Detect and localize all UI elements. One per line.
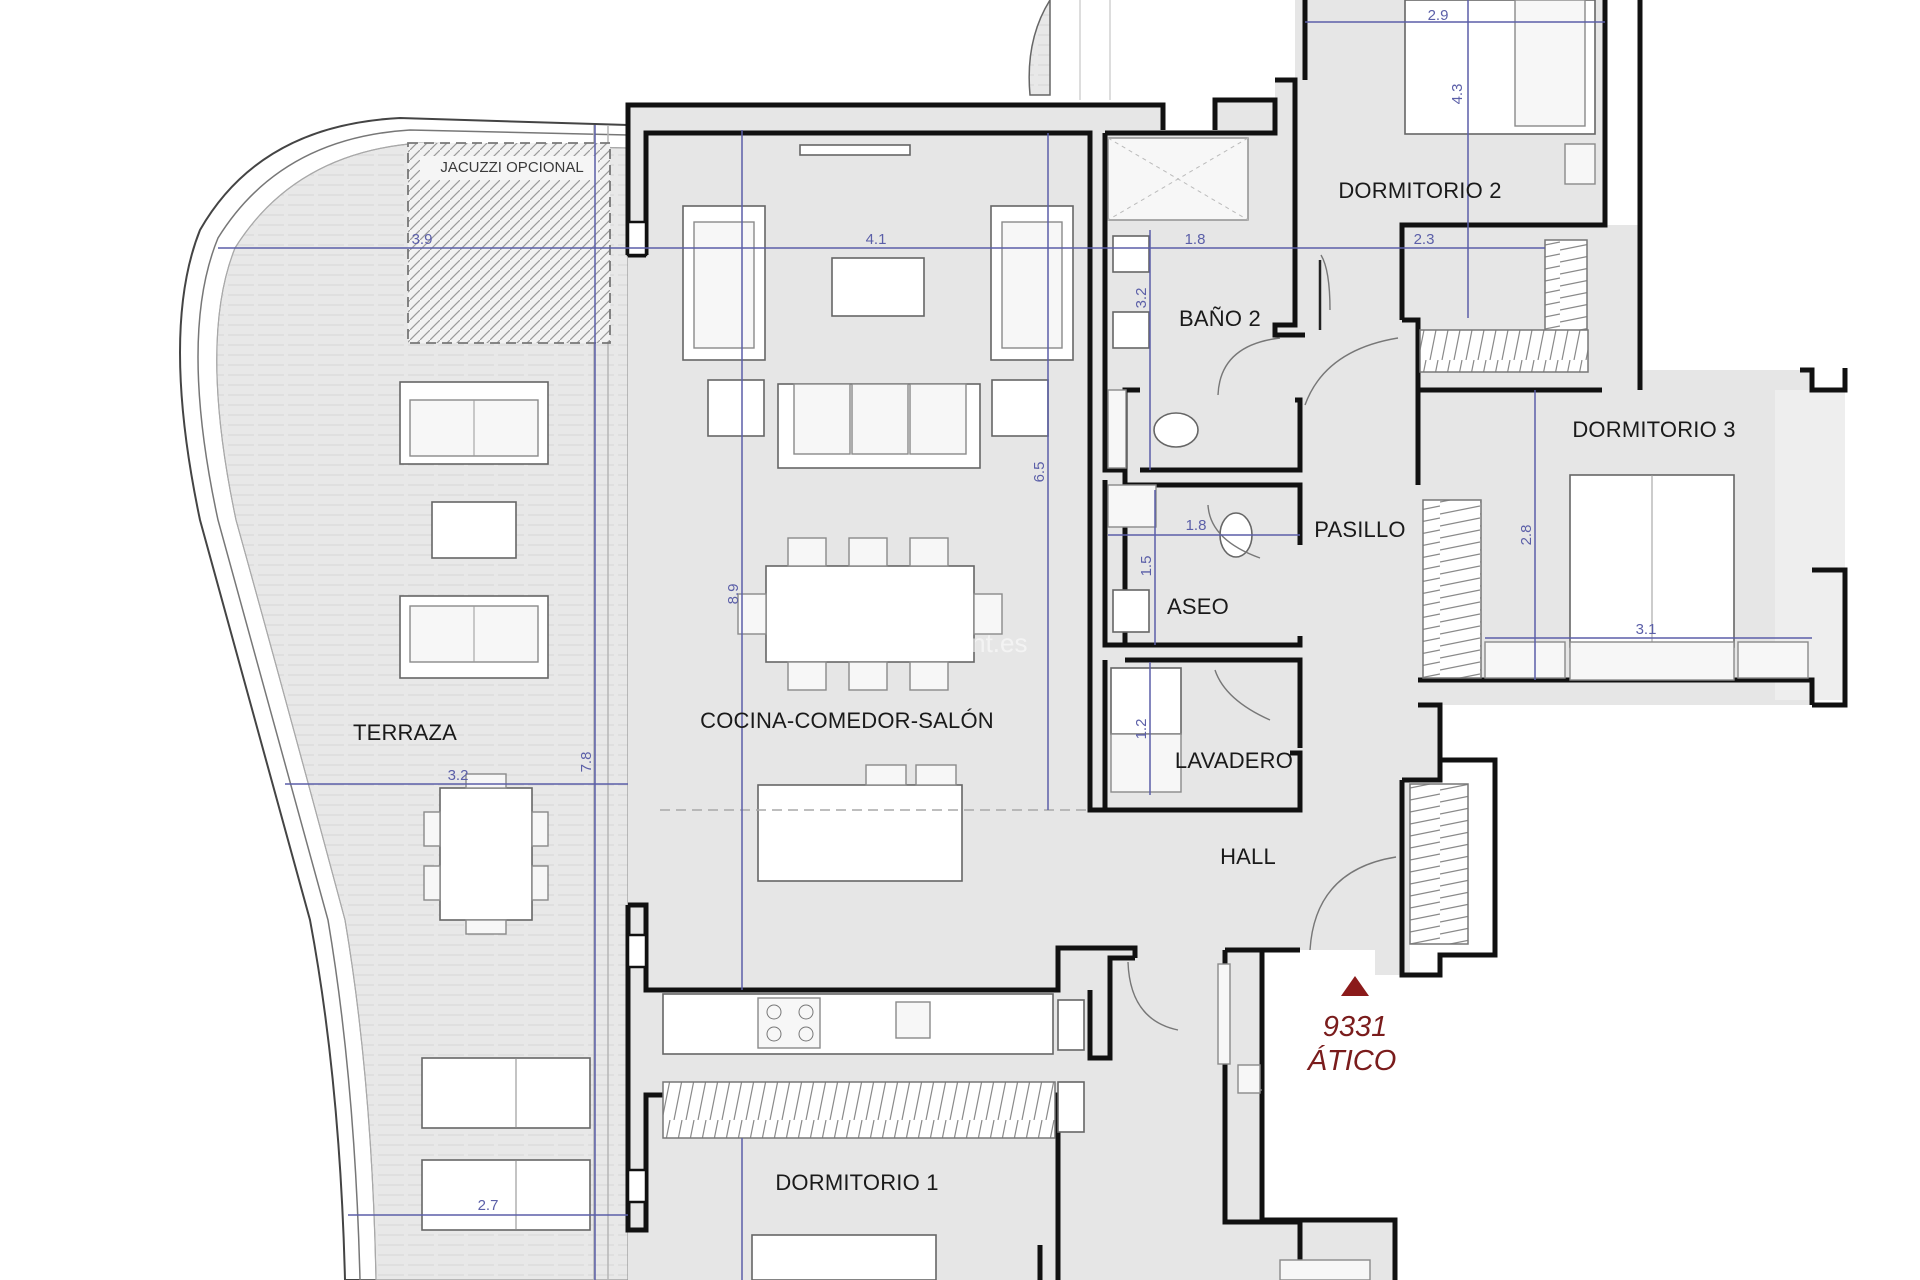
dim-2-3: 2.3 <box>1414 231 1435 248</box>
toilet-bathroom-2 <box>1153 412 1199 448</box>
sink-bathroom-2 <box>1112 235 1150 273</box>
room-label-dormitorio-1: DORMITORIO 1 <box>775 1170 938 1195</box>
dim-3-2-bano: 3.2 <box>1133 288 1150 309</box>
room-label-dormitorio-3: DORMITORIO 3 <box>1572 417 1735 442</box>
bedroom-3-furniture <box>1422 474 1809 681</box>
washing-machine <box>1110 667 1182 735</box>
living-room-furniture <box>660 144 1090 1280</box>
entrance-triangle-icon <box>1341 976 1369 996</box>
pouf-2 <box>991 379 1049 437</box>
dim-8-9: 8.9 <box>725 584 742 605</box>
dim-7-8: 7.8 <box>578 752 595 773</box>
dim-1-5: 1.5 <box>1138 556 1155 577</box>
wardrobe-hall <box>1409 783 1469 945</box>
room-label-lavadero: LAVADERO <box>1175 748 1293 773</box>
unit-marker: 9331 ÁTICO <box>1306 976 1397 1077</box>
kitchen-island <box>757 784 963 882</box>
tv-unit <box>799 144 911 156</box>
unit-number: 9331 <box>1323 1011 1388 1043</box>
bed-bedroom-1 <box>751 1234 937 1280</box>
dim-3-1: 3.1 <box>1636 621 1657 638</box>
dim-2-9: 2.9 <box>1428 7 1449 24</box>
kitchen-sink <box>895 1001 931 1039</box>
dim-2-8: 2.8 <box>1518 525 1535 546</box>
sink-aseo <box>1112 589 1150 633</box>
watermark: ment.es <box>935 628 1028 658</box>
room-label-salon: COCINA-COMEDOR-SALÓN <box>700 708 994 733</box>
lavadero-fixtures <box>1110 667 1271 793</box>
outdoor-table <box>431 501 517 559</box>
room-label-bano-2: BAÑO 2 <box>1179 306 1261 331</box>
dim-1-8-aseo: 1.8 <box>1186 517 1207 534</box>
terrace-furniture <box>399 381 591 1231</box>
sink-bathroom-2b <box>1112 311 1150 349</box>
wardrobe-bedroom-1 <box>662 1081 1056 1139</box>
aseo-fixtures <box>1107 484 1261 633</box>
dim-3-2-terraza: 3.2 <box>448 767 469 784</box>
jacuzzi: JACUZZI OPCIONAL <box>407 142 611 344</box>
dim-1-8-bano: 1.8 <box>1185 231 1206 248</box>
room-label-terraza: TERRAZA <box>353 720 457 745</box>
hall-details <box>1127 254 1469 1280</box>
sun-lounger-2 <box>421 1159 591 1231</box>
cooktop <box>757 997 821 1049</box>
room-label-hall: HALL <box>1220 844 1276 869</box>
wardrobe-bedroom-2b <box>1419 329 1589 373</box>
pouf <box>707 379 765 437</box>
dim-4-3: 4.3 <box>1449 84 1466 105</box>
dining-table <box>765 565 975 663</box>
sun-lounger <box>421 1057 591 1129</box>
room-label-dormitorio-2: DORMITORIO 2 <box>1338 178 1501 203</box>
unit-type: ÁTICO <box>1306 1044 1397 1077</box>
bathroom-2-fixtures <box>1107 137 1281 469</box>
dim-3-9: 3.9 <box>412 231 433 248</box>
room-labels: DORMITORIO 2 BAÑO 2 DORMITORIO 3 PASILLO… <box>353 178 1736 1195</box>
room-label-pasillo: PASILLO <box>1314 517 1405 542</box>
dim-4-1: 4.1 <box>866 231 887 248</box>
coffee-table <box>831 257 925 317</box>
room-label-aseo: ASEO <box>1167 594 1229 619</box>
dimension-labels: 2.9 4.3 3.9 4.1 1.8 2.3 3.2 6.5 2.8 1.8 … <box>412 7 1657 1214</box>
dim-1-2: 1.2 <box>1133 719 1150 740</box>
dim-2-7: 2.7 <box>478 1197 499 1214</box>
dim-6-5: 6.5 <box>1031 462 1048 483</box>
outdoor-dining-table <box>439 787 533 921</box>
jacuzzi-label: JACUZZI OPCIONAL <box>440 159 583 176</box>
wardrobe-bedroom-3 <box>1422 499 1482 679</box>
dimension-lines <box>218 0 1812 1280</box>
interior-floor <box>628 0 1845 1280</box>
walls <box>625 0 1848 1280</box>
kitchen-counter <box>662 993 1054 1055</box>
